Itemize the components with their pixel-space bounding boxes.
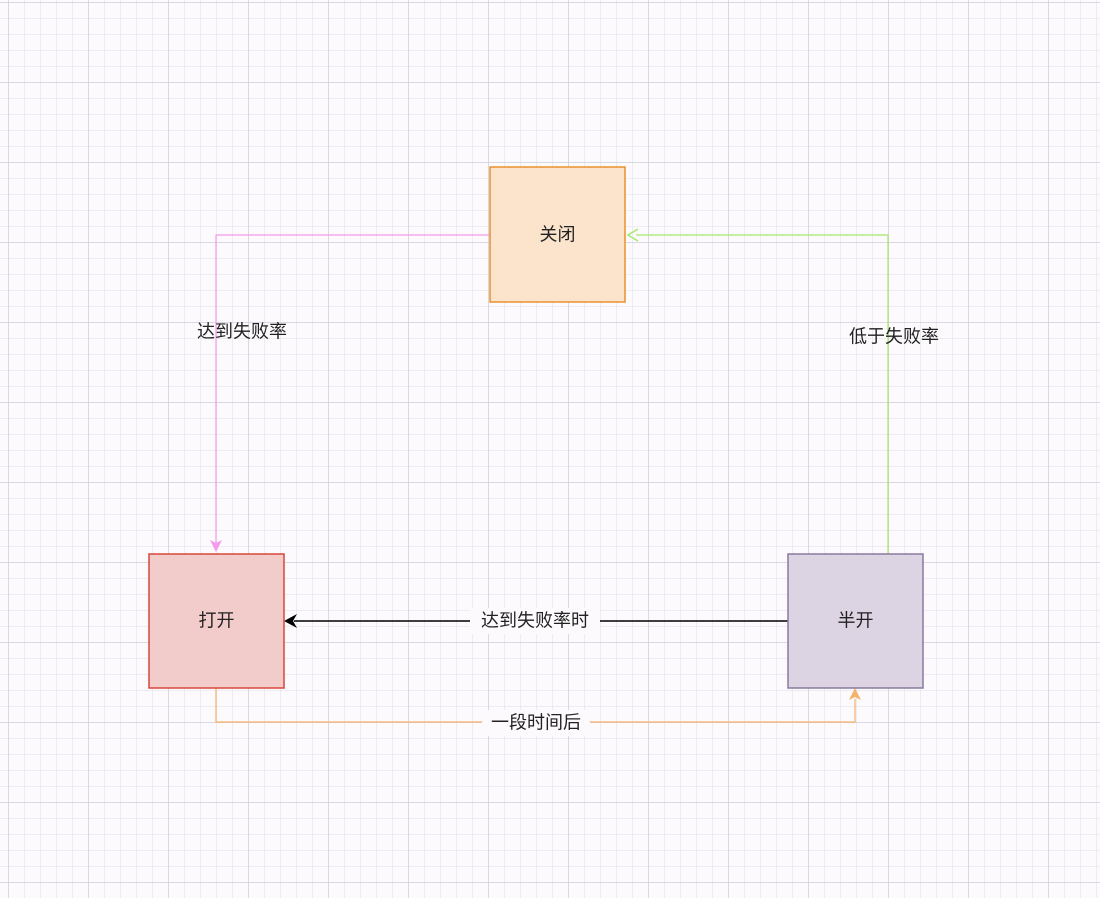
node-half-open: 半开 bbox=[787, 553, 924, 689]
edge-label-closed-to-open: 达到失败率 bbox=[197, 322, 287, 343]
node-closed-box bbox=[489, 166, 626, 303]
edge-half-open-to-closed bbox=[626, 228, 889, 554]
node-open-label: 打开 bbox=[199, 611, 235, 632]
edge-label-half-open-to-closed-text: 低于失败率 bbox=[849, 327, 939, 348]
edge-closed-to-open-arrowhead bbox=[210, 540, 222, 552]
node-closed-label: 关闭 bbox=[540, 225, 576, 246]
edge-half-open-to-closed-line bbox=[636, 234, 889, 554]
edge-open-to-half-open-arrowhead bbox=[849, 688, 861, 700]
edge-label-half-open-to-closed: 低于失败率 bbox=[849, 327, 939, 348]
node-half-open-label: 半开 bbox=[838, 611, 874, 632]
edge-label-half-open-to-open: 达到失败率时 bbox=[470, 608, 600, 634]
edge-label-closed-to-open-text: 达到失败率 bbox=[197, 322, 287, 343]
edge-closed-to-open bbox=[210, 234, 490, 552]
node-closed: 关闭 bbox=[489, 166, 626, 303]
node-half-open-box bbox=[787, 553, 924, 689]
edge-label-open-to-half-open-bg bbox=[482, 710, 590, 736]
edge-label-open-to-half-open: 一段时间后 bbox=[482, 710, 590, 736]
edge-half-open-to-closed-arrowhead bbox=[626, 228, 639, 242]
edge-closed-to-open-line bbox=[215, 234, 490, 543]
edge-label-half-open-to-open-text: 达到失败率时 bbox=[481, 611, 589, 632]
edge-label-open-to-half-open-text: 一段时间后 bbox=[491, 713, 581, 734]
node-open: 打开 bbox=[148, 553, 285, 689]
node-open-box bbox=[148, 553, 285, 689]
edge-half-open-to-open-arrowhead bbox=[284, 614, 297, 628]
edge-label-half-open-to-open-bg bbox=[470, 608, 600, 634]
